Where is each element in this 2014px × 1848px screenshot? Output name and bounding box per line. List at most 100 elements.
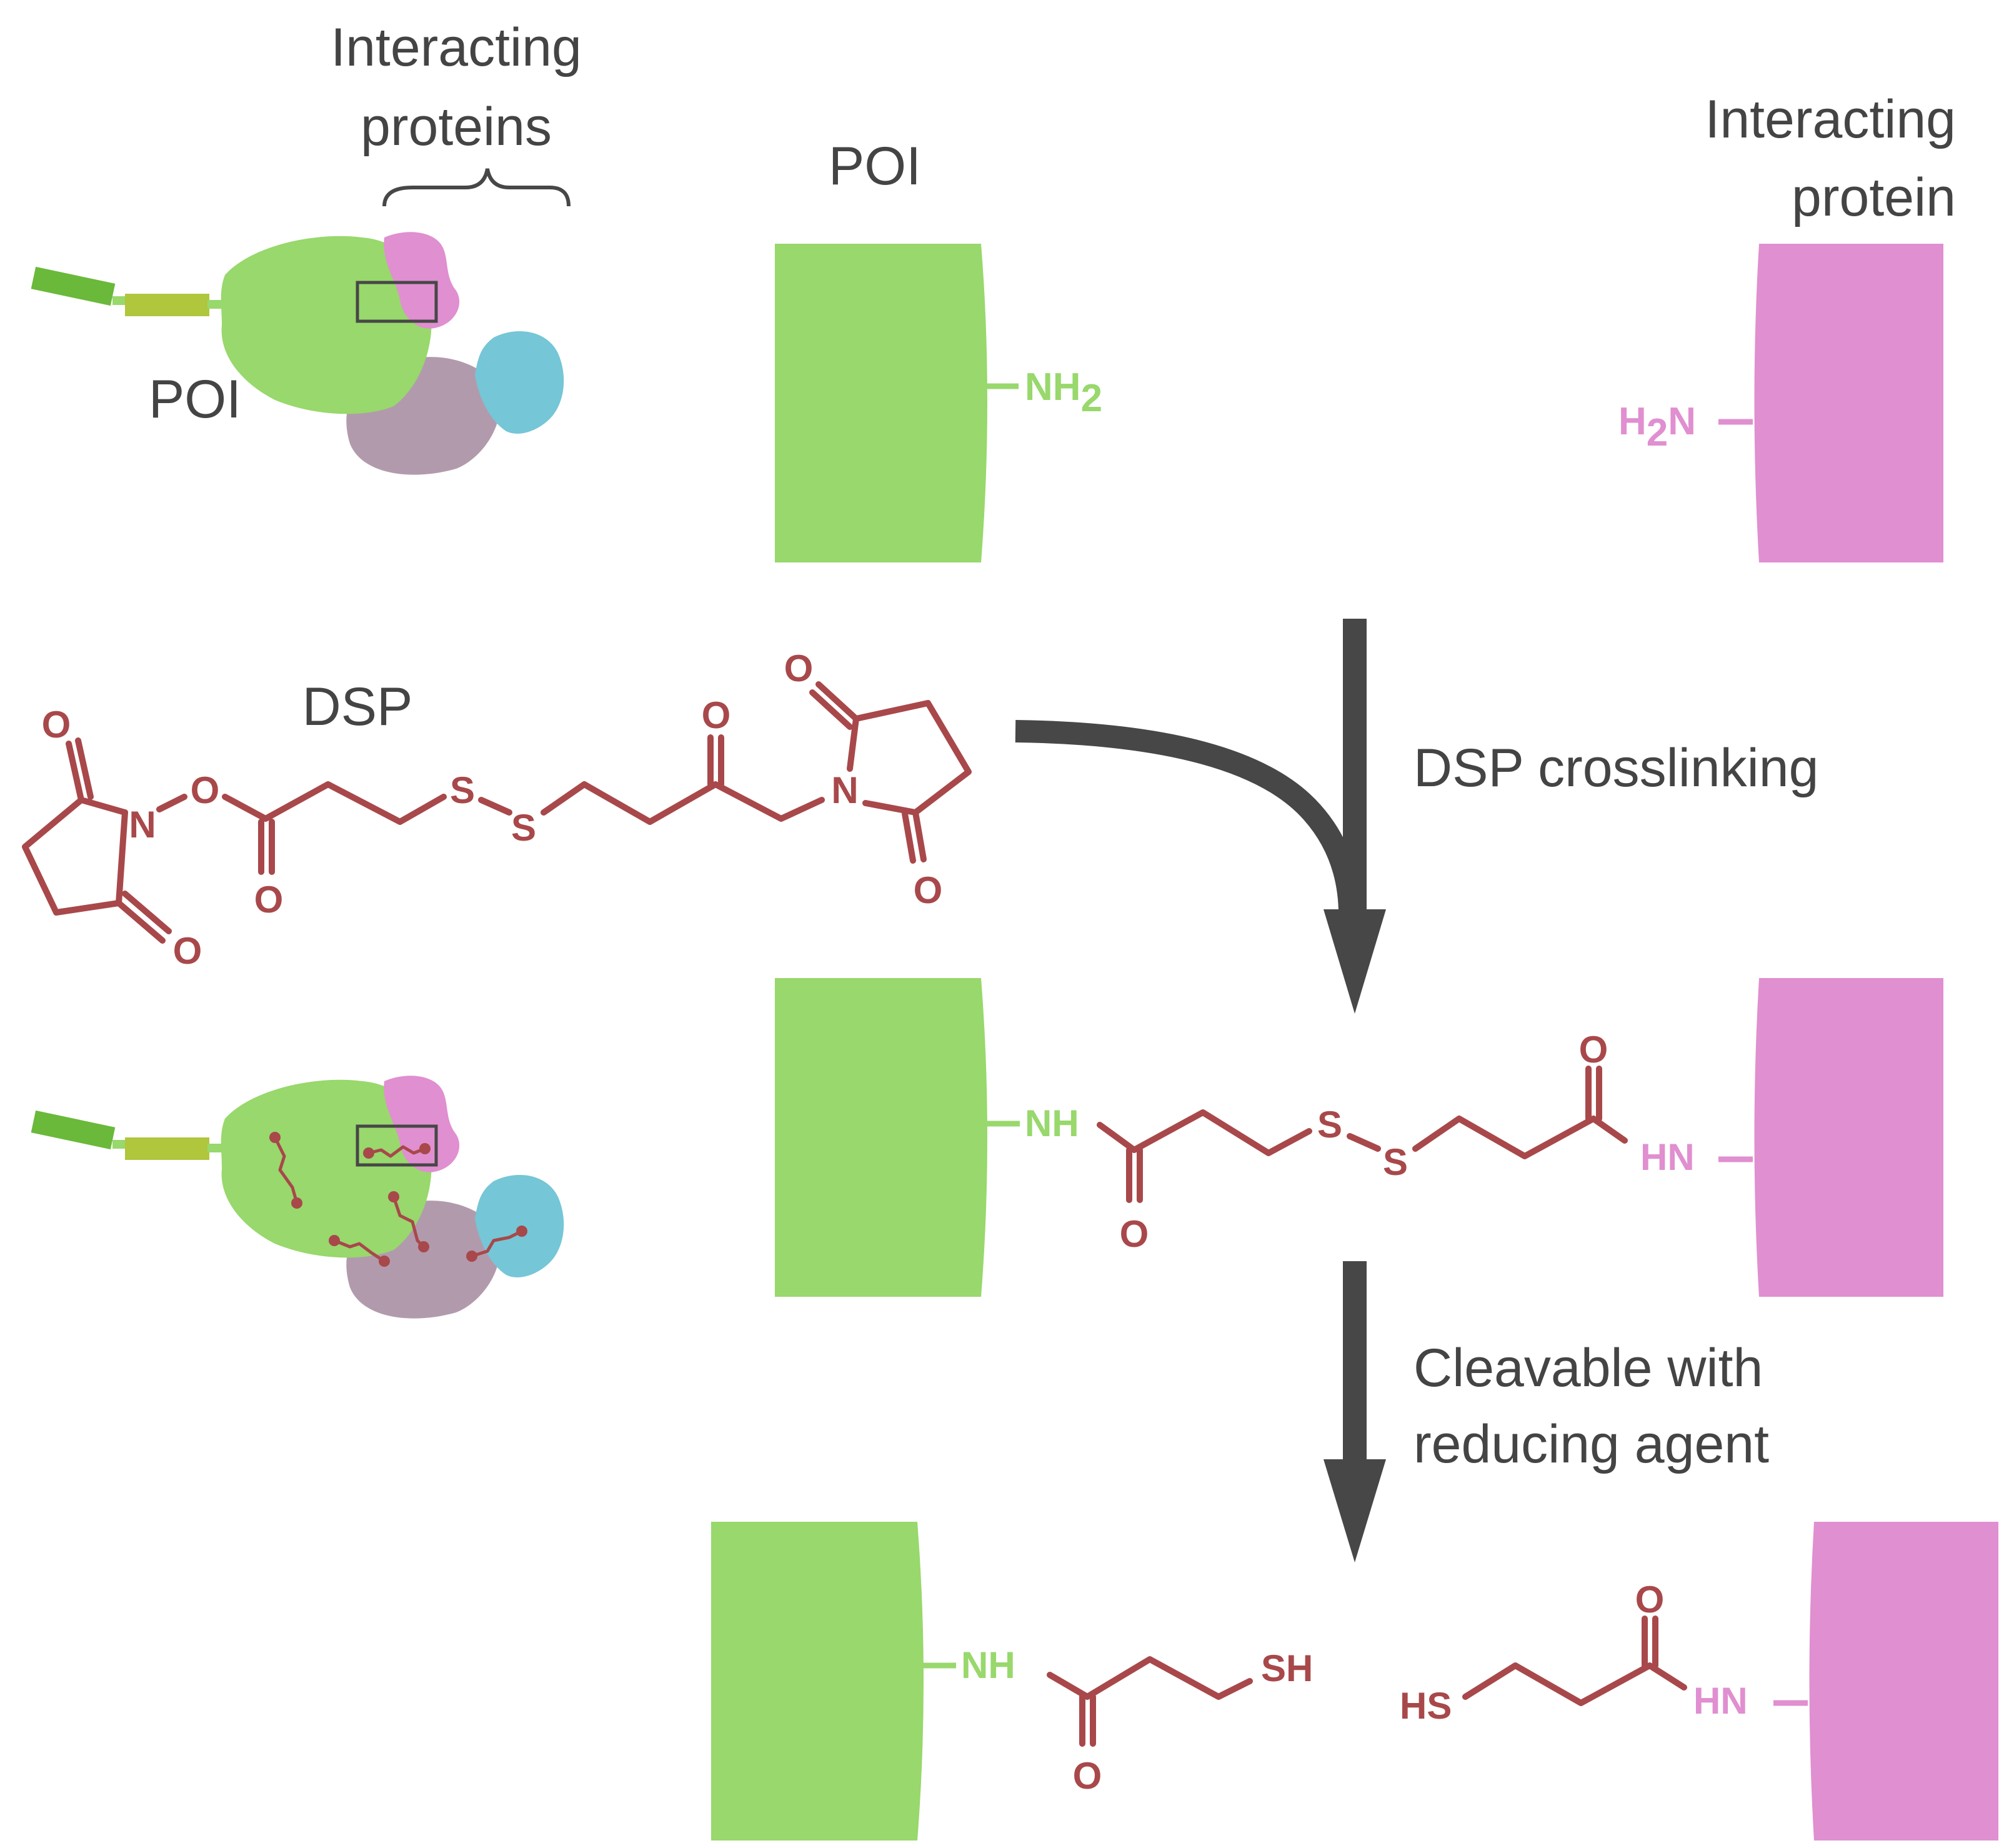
crosslink-end <box>466 1251 477 1262</box>
atom-s: S <box>1317 1104 1342 1146</box>
dsp-molecule: DSP O O N O O S S O N O O <box>22 647 972 972</box>
atom-o: O <box>254 879 284 921</box>
blue-interacting-protein <box>475 331 564 434</box>
crosslink-end <box>379 1256 390 1267</box>
interacting-block-top <box>1754 244 1943 562</box>
dsp-label: DSP <box>302 677 413 737</box>
crosslink-mark <box>470 1229 524 1258</box>
atom-o: O <box>1579 1029 1608 1071</box>
crosslink-chain-left <box>1097 1109 1312 1156</box>
dsp-ester-carbonyl <box>258 819 275 875</box>
dsp-crosslinking-label: DSP crosslinking <box>1413 738 1818 798</box>
atom-o: O <box>784 647 814 689</box>
poi-block-crosslinked <box>775 978 987 1297</box>
dsp-left-ring <box>22 797 128 916</box>
tag-connector <box>112 1140 126 1149</box>
poi-complex-cartoon: Interacting proteins POI <box>31 17 582 475</box>
crosslink-mark <box>332 1239 386 1263</box>
affinity-tag-dark <box>31 266 116 306</box>
interacting-protein-header-line2: protein <box>1792 167 1956 227</box>
interacting-hs-label: HS <box>1400 1685 1452 1727</box>
dsp-left-carbonyl-bottom <box>116 891 172 944</box>
cleavable-label-line2: reducing agent <box>1413 1414 1769 1474</box>
poi-cartoon-blob <box>221 236 432 414</box>
pink-interacting-protein <box>384 232 460 329</box>
crosslink-end <box>418 1241 429 1252</box>
poi-block-cleaved <box>711 1522 924 1841</box>
dsp-ketone-carbonyl <box>707 734 724 787</box>
interacting-proteins-label-line2: proteins <box>361 97 552 157</box>
affinity-tag-light <box>125 1137 209 1160</box>
interacting-proteins-brace <box>382 168 571 207</box>
dsp-n-o-bond <box>156 794 187 812</box>
dsp-right-ring <box>847 700 972 816</box>
atom-o: O <box>702 694 731 736</box>
binding-site-box <box>356 281 438 323</box>
atom-s: S <box>450 769 475 811</box>
poi-thiol-fragment: O SH <box>1047 1647 1313 1797</box>
poi-cartoon-label: POI <box>149 369 241 429</box>
poi-header-label: POI <box>829 136 921 196</box>
poi-nh-label: NH <box>1025 1102 1079 1144</box>
crosslink-mark <box>367 1145 427 1158</box>
crosslink-end <box>329 1235 340 1246</box>
crosslink-end <box>363 1147 374 1159</box>
interacting-hn-label-cleaved: HN <box>1693 1680 1748 1722</box>
crosslink-chain: O S S O <box>1097 1029 1628 1255</box>
atom-o: O <box>191 769 220 811</box>
interacting-block-crosslinked <box>1754 978 1943 1297</box>
poi-fragment-chain <box>1047 1656 1253 1700</box>
atom-n: N <box>129 804 156 846</box>
crosslink-chain-right <box>1412 1116 1628 1159</box>
binding-site-box <box>356 1124 438 1167</box>
crosslink-end <box>269 1132 281 1143</box>
interacting-fragment-carbonyl <box>1642 1616 1658 1669</box>
interacting-block-cleaved <box>1809 1522 1998 1841</box>
crosslink-marks <box>269 1132 527 1267</box>
dsp-right-carbonyl-bottom <box>902 809 927 864</box>
crosslink-end <box>516 1226 527 1237</box>
interacting-h2n-label: H2N <box>1618 400 1696 454</box>
tag-connector <box>112 296 126 305</box>
atom-o: O <box>1635 1579 1665 1621</box>
crosslink-end <box>291 1197 302 1209</box>
crosslinking-arrow <box>1015 619 1386 1014</box>
atom-o: O <box>1120 1213 1149 1255</box>
crosslink-end <box>419 1143 431 1154</box>
interacting-fragment-chain <box>1462 1662 1687 1706</box>
cleavage-arrow <box>1324 1261 1386 1562</box>
crosslink-right-carbonyl <box>1585 1066 1602 1122</box>
dsp-chain-right <box>541 781 825 825</box>
poi-sh-label: SH <box>1261 1647 1313 1689</box>
atom-o: O <box>914 869 943 911</box>
affinity-tag-dark <box>31 1110 116 1150</box>
poi-nh-label-cleaved: NH <box>961 1644 1015 1686</box>
atom-o: O <box>173 930 202 972</box>
dsp-left-carbonyl-top <box>66 737 94 803</box>
dsp-chain-left <box>222 781 447 825</box>
crosslink-disulfide-bond <box>1347 1133 1381 1152</box>
crosslink-mark <box>392 1195 426 1249</box>
crosslink-left-carbonyl <box>1126 1147 1143 1203</box>
interacting-hn-label: HN <box>1640 1136 1695 1178</box>
interacting-thiol-fragment: HS O <box>1400 1579 1687 1727</box>
poi-block-top <box>775 244 987 562</box>
dsp-left-ring-close <box>116 809 128 906</box>
dsp-disulfide-bond <box>478 797 512 816</box>
affinity-tag-light <box>125 294 209 316</box>
crosslinked-complex-cartoon <box>31 1076 564 1319</box>
dsp-right-carbonyl-top <box>809 681 859 730</box>
atom-n: N <box>831 769 858 811</box>
cleavable-label-line1: Cleavable with <box>1413 1338 1763 1398</box>
crosslink-mark <box>273 1136 299 1205</box>
crosslink-end <box>388 1191 399 1202</box>
atom-s: S <box>1383 1141 1408 1183</box>
atom-o: O <box>1073 1755 1102 1797</box>
atom-o: O <box>42 704 71 746</box>
interacting-proteins-label-line1: Interacting <box>331 17 582 77</box>
interacting-protein-header-line1: Interacting <box>1705 89 1956 149</box>
poi-nh2-label: NH2 <box>1025 366 1102 420</box>
poi-fragment-carbonyl <box>1079 1694 1096 1747</box>
poi-cartoon-blob <box>221 1079 432 1258</box>
